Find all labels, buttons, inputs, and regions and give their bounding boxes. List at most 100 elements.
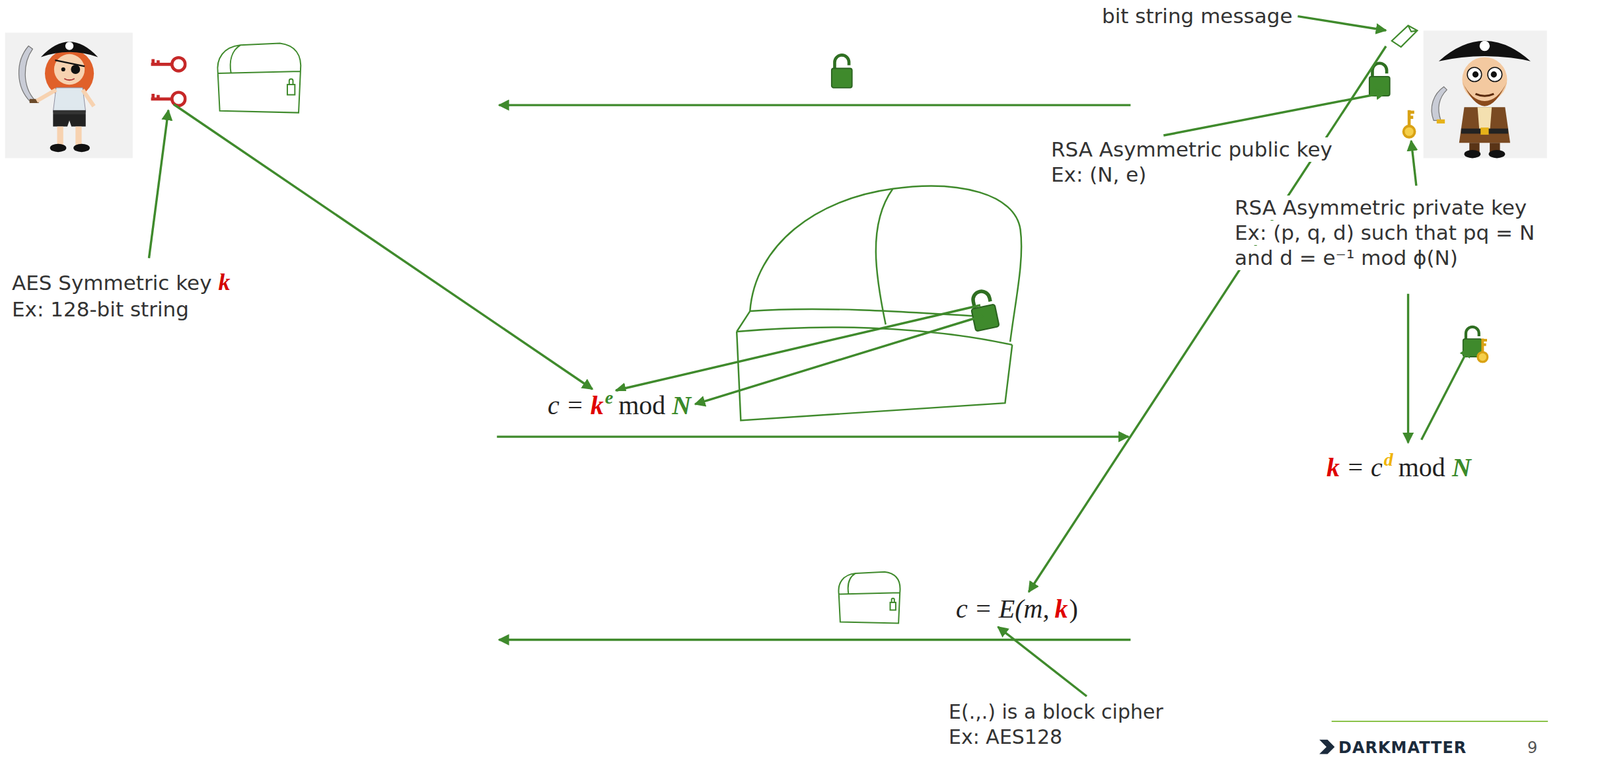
leader-line	[998, 626, 1087, 697]
footer-rule	[1331, 720, 1548, 723]
pirate-girl-part	[40, 41, 98, 57]
arrows-part	[1407, 293, 1410, 444]
pirate-man-part	[1431, 86, 1447, 121]
formula-term: = c	[1346, 453, 1383, 483]
pirate-man-part	[1459, 107, 1511, 143]
pirate-man-part	[1464, 149, 1482, 158]
pirate-man-part	[1436, 119, 1445, 124]
keys-and-locks-part	[1403, 110, 1416, 138]
note-label: E(.,.) is a block cipher	[948, 700, 1164, 725]
pirate-girl-part	[82, 89, 94, 107]
formula-term: k	[218, 269, 231, 296]
pirate-girl-part	[54, 54, 85, 85]
pirate-girl-part	[50, 144, 67, 152]
pirate-man-part	[1475, 93, 1494, 96]
pirate-man-part	[1467, 67, 1482, 82]
arrows	[149, 105, 1470, 640]
pirate-girl-part	[54, 60, 85, 67]
formula-term: mod	[618, 391, 666, 421]
static-art	[5, 25, 1548, 755]
pirate-girl-part	[56, 126, 63, 146]
formula-term: c =	[547, 391, 584, 421]
pirate-man-part	[1479, 40, 1490, 51]
key-label: RSA Asymmetric public key	[1051, 137, 1333, 162]
keys-and-locks-part	[838, 572, 900, 624]
pirate-girl-part	[19, 46, 36, 103]
keys-and-locks-part	[831, 54, 853, 88]
logo-text: DARKMATTER	[1338, 738, 1467, 758]
pirate-girl-part	[70, 64, 80, 74]
pirate-man-part	[1489, 149, 1506, 158]
pirate-man-part	[1461, 81, 1507, 107]
pirate-girl-part	[64, 78, 74, 80]
pirate-girl-part	[73, 144, 90, 152]
pirate-girl-part	[65, 41, 74, 50]
arrows-part	[149, 110, 169, 259]
leader-line	[615, 305, 981, 391]
superscript: d	[1383, 449, 1394, 471]
pirate-girl-part	[61, 67, 66, 72]
keys-and-locks-part	[1391, 25, 1418, 47]
formula-term: k	[1326, 453, 1340, 483]
formula-term: AES Symmetric key	[11, 271, 213, 294]
formula-term: c = E(m,	[955, 594, 1050, 624]
formula-term: N	[1452, 453, 1472, 483]
formula-term: k	[590, 391, 604, 421]
pirate-man-part	[1438, 40, 1531, 62]
formula-term: N	[671, 391, 691, 421]
superscript: e	[605, 387, 614, 409]
pirate-man-part	[1487, 67, 1503, 82]
arrows-part	[1411, 140, 1417, 186]
logo-chevron	[1319, 739, 1335, 755]
key-example: Ex: 128-bit string	[11, 297, 189, 322]
pirate-girl-part	[52, 114, 86, 127]
big-chest-part	[875, 188, 894, 325]
arrows-part	[1421, 346, 1470, 440]
pirate-man-part	[1490, 71, 1497, 78]
pirate-man-part	[1461, 56, 1507, 102]
note-label: Ex: AES128	[948, 725, 1063, 750]
pirate-man-part	[1480, 127, 1489, 135]
pirate-girl-part	[36, 89, 57, 102]
key-label: RSA Asymmetric private key	[1234, 195, 1527, 220]
big-chest-part	[749, 186, 1022, 343]
leader-line	[694, 315, 983, 405]
formula: c =kemodN	[547, 391, 691, 421]
note-label: bit string message	[1101, 3, 1293, 29]
leader-lines	[173, 16, 1386, 697]
key-label: AES Symmetric keyk	[11, 269, 231, 296]
big-chest	[736, 186, 1022, 421]
leader-line	[1297, 16, 1386, 31]
keys-and-locks-part	[151, 92, 186, 106]
big-chest-part	[736, 311, 1013, 421]
chest-padlock	[967, 289, 999, 332]
page-number: 9	[1527, 738, 1538, 758]
arrows-part	[496, 435, 1129, 438]
formula: c = E(m,k)	[955, 594, 1079, 624]
leader-line	[1028, 46, 1386, 592]
pirate-girl-part	[52, 87, 86, 113]
keys-and-locks-part	[217, 42, 301, 113]
keys-and-locks-part	[151, 57, 186, 71]
key-example: Ex: (N, e)	[1051, 162, 1147, 187]
pirate-girl-part	[52, 110, 86, 115]
arrows-part	[498, 103, 1131, 106]
arrows-part	[498, 638, 1131, 641]
pirate-man	[1423, 30, 1548, 158]
pirate-man-part	[1472, 71, 1479, 78]
pirate-girl-part	[5, 32, 133, 158]
formula-term: )	[1068, 594, 1078, 624]
pirate-girl-part	[75, 126, 82, 146]
formula-term: mod	[1398, 453, 1446, 483]
pirate-girl	[5, 32, 133, 158]
key-example: and d = e⁻¹ mod ϕ(N)	[1234, 245, 1458, 271]
leader-line	[173, 104, 593, 390]
formula: k= cdmodN	[1326, 453, 1472, 483]
keys-and-locks-part	[1477, 338, 1488, 362]
key-example: Ex: (p, q, d) such that pq = N	[1234, 220, 1535, 246]
pirate-man-part	[1423, 30, 1548, 158]
keys-and-locks	[151, 25, 1488, 624]
formula-term: k	[1054, 594, 1068, 624]
